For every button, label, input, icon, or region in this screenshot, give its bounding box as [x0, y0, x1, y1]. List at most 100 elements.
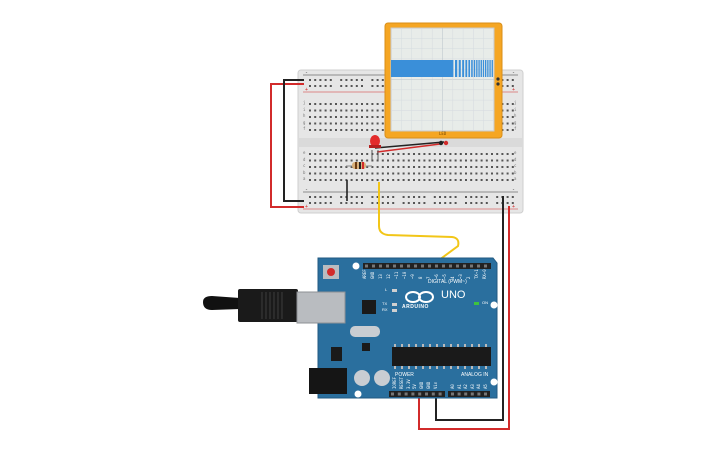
- rail-hole[interactable]: [418, 196, 421, 198]
- terminal-hole[interactable]: [335, 172, 337, 175]
- rail-hole[interactable]: [454, 202, 457, 204]
- rail-hole[interactable]: [511, 85, 514, 87]
- terminal-hole[interactable]: [506, 122, 509, 125]
- analog-pin[interactable]: [470, 392, 474, 396]
- terminal-hole[interactable]: [329, 153, 332, 155]
- terminal-hole[interactable]: [361, 129, 363, 131]
- terminal-hole[interactable]: [329, 103, 332, 105]
- terminal-hole[interactable]: [465, 166, 467, 168]
- terminal-hole[interactable]: [371, 179, 374, 181]
- terminal-hole[interactable]: [444, 166, 447, 168]
- terminal-hole[interactable]: [501, 172, 504, 175]
- digital-pin[interactable]: [421, 264, 424, 268]
- terminal-hole[interactable]: [423, 153, 426, 155]
- rail-hole[interactable]: [511, 79, 514, 81]
- terminal-hole[interactable]: [459, 166, 462, 168]
- terminal-hole[interactable]: [439, 159, 441, 162]
- terminal-hole[interactable]: [361, 159, 363, 162]
- terminal-hole[interactable]: [418, 172, 421, 175]
- rail-hole[interactable]: [355, 85, 358, 87]
- terminal-hole[interactable]: [449, 179, 452, 181]
- terminal-hole[interactable]: [459, 172, 462, 175]
- terminal-hole[interactable]: [329, 129, 332, 131]
- terminal-hole[interactable]: [418, 153, 421, 155]
- rail-hole[interactable]: [376, 202, 379, 204]
- terminal-hole[interactable]: [350, 109, 353, 112]
- terminal-hole[interactable]: [324, 129, 327, 131]
- rail-hole[interactable]: [506, 202, 509, 204]
- terminal-hole[interactable]: [392, 172, 395, 175]
- rail-hole[interactable]: [387, 196, 389, 198]
- terminal-hole[interactable]: [407, 153, 410, 155]
- rail-hole[interactable]: [350, 85, 353, 87]
- rail-hole[interactable]: [465, 196, 467, 198]
- digital-pin[interactable]: [456, 264, 459, 268]
- terminal-hole[interactable]: [485, 179, 488, 181]
- digital-pin[interactable]: [365, 264, 368, 268]
- rail-hole[interactable]: [433, 196, 436, 198]
- terminal-hole[interactable]: [319, 122, 322, 125]
- rail-hole[interactable]: [433, 202, 436, 204]
- rail-hole[interactable]: [350, 79, 353, 81]
- terminal-hole[interactable]: [501, 179, 504, 181]
- terminal-hole[interactable]: [402, 179, 405, 181]
- terminal-hole[interactable]: [309, 159, 311, 162]
- rail-hole[interactable]: [402, 196, 405, 198]
- terminal-hole[interactable]: [491, 179, 493, 181]
- rail-hole[interactable]: [314, 202, 317, 204]
- terminal-hole[interactable]: [314, 179, 317, 181]
- digital-pin[interactable]: [393, 264, 396, 268]
- terminal-hole[interactable]: [475, 159, 478, 162]
- terminal-hole[interactable]: [413, 153, 415, 155]
- rail-hole[interactable]: [381, 79, 384, 81]
- terminal-hole[interactable]: [428, 166, 431, 168]
- terminal-hole[interactable]: [366, 122, 369, 125]
- terminal-hole[interactable]: [340, 129, 343, 131]
- terminal-hole[interactable]: [340, 179, 343, 181]
- rail-hole[interactable]: [361, 79, 363, 81]
- terminal-hole[interactable]: [371, 172, 374, 175]
- terminal-hole[interactable]: [324, 116, 327, 118]
- terminal-hole[interactable]: [511, 153, 514, 155]
- terminal-hole[interactable]: [309, 109, 311, 112]
- terminal-hole[interactable]: [335, 179, 337, 181]
- terminal-hole[interactable]: [319, 153, 322, 155]
- terminal-hole[interactable]: [309, 166, 311, 168]
- rail-hole[interactable]: [345, 85, 348, 87]
- terminal-hole[interactable]: [392, 153, 395, 155]
- terminal-hole[interactable]: [309, 172, 311, 175]
- analog-pin[interactable]: [484, 392, 487, 396]
- terminal-hole[interactable]: [335, 103, 337, 105]
- terminal-hole[interactable]: [309, 179, 311, 181]
- terminal-hole[interactable]: [423, 159, 426, 162]
- terminal-hole[interactable]: [428, 153, 431, 155]
- terminal-hole[interactable]: [454, 179, 457, 181]
- terminal-hole[interactable]: [459, 153, 462, 155]
- terminal-hole[interactable]: [511, 172, 514, 175]
- terminal-hole[interactable]: [329, 179, 332, 181]
- rail-hole[interactable]: [329, 196, 332, 198]
- digital-pin[interactable]: [435, 264, 438, 268]
- terminal-hole[interactable]: [381, 166, 384, 168]
- terminal-hole[interactable]: [366, 153, 369, 155]
- terminal-hole[interactable]: [350, 122, 353, 125]
- terminal-hole[interactable]: [350, 153, 353, 155]
- rail-hole[interactable]: [449, 196, 452, 198]
- terminal-hole[interactable]: [314, 172, 317, 175]
- digital-pin[interactable]: [372, 264, 375, 268]
- terminal-hole[interactable]: [496, 179, 499, 181]
- terminal-hole[interactable]: [350, 179, 353, 181]
- terminal-hole[interactable]: [314, 103, 317, 105]
- terminal-hole[interactable]: [345, 159, 348, 162]
- terminal-hole[interactable]: [355, 179, 358, 181]
- terminal-hole[interactable]: [506, 179, 509, 181]
- terminal-hole[interactable]: [470, 159, 473, 162]
- terminal-hole[interactable]: [355, 122, 358, 125]
- terminal-hole[interactable]: [423, 172, 426, 175]
- terminal-hole[interactable]: [402, 172, 405, 175]
- terminal-hole[interactable]: [475, 153, 478, 155]
- rail-hole[interactable]: [329, 202, 332, 204]
- rail-hole[interactable]: [324, 79, 327, 81]
- terminal-hole[interactable]: [454, 159, 457, 162]
- terminal-hole[interactable]: [314, 116, 317, 118]
